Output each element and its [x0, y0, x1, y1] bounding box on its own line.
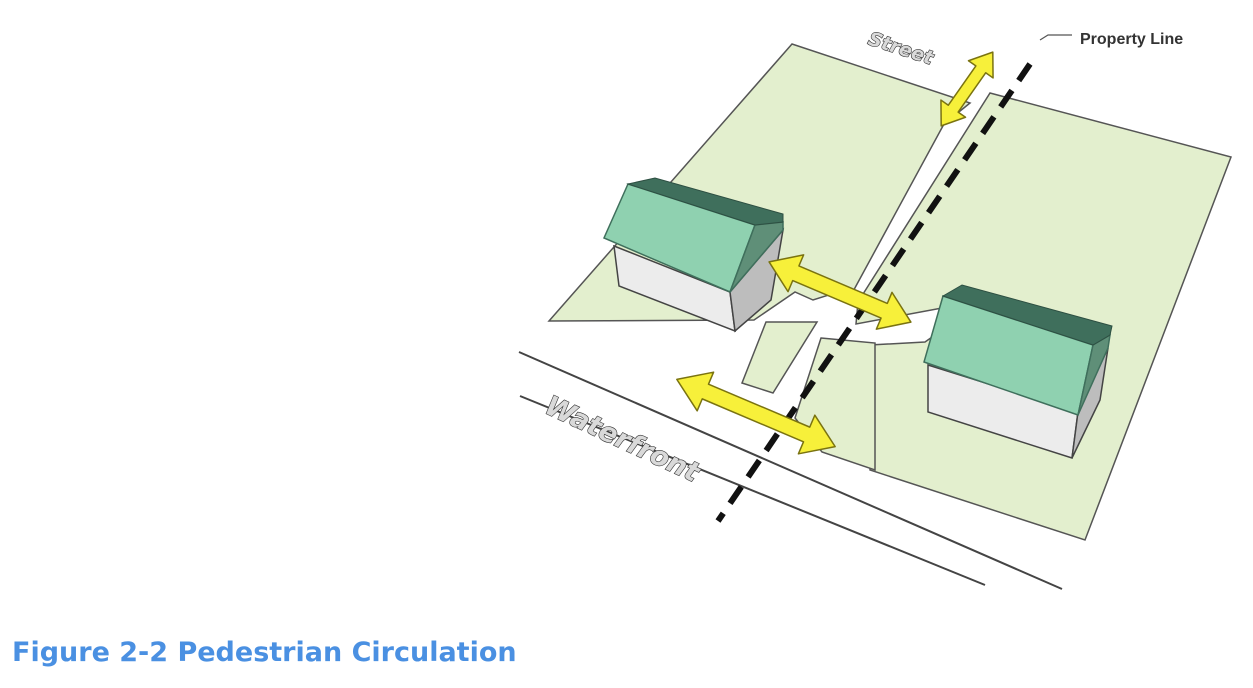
property-line-leader — [1039, 34, 1072, 41]
right-house-ridge — [941, 284, 1113, 346]
figure-caption: Figure 2-2 Pedestrian Circulation — [12, 637, 517, 668]
lower-left-lot — [741, 321, 819, 394]
house-to-house-arrow — [768, 254, 912, 330]
property-line-label: Property Line — [1080, 31, 1183, 48]
waterfront-edge-upper — [518, 351, 1063, 590]
waterfront-edge-lower — [519, 395, 986, 586]
street-access-arrow — [940, 51, 994, 127]
right-house — [923, 284, 1113, 459]
waterfront-access-arrow — [676, 371, 836, 455]
street-label: Street — [865, 28, 936, 70]
left-house — [603, 177, 785, 333]
property-line — [715, 62, 1033, 523]
waterfront-label: Waterfront — [540, 390, 705, 489]
left-house-ridge — [626, 177, 784, 226]
